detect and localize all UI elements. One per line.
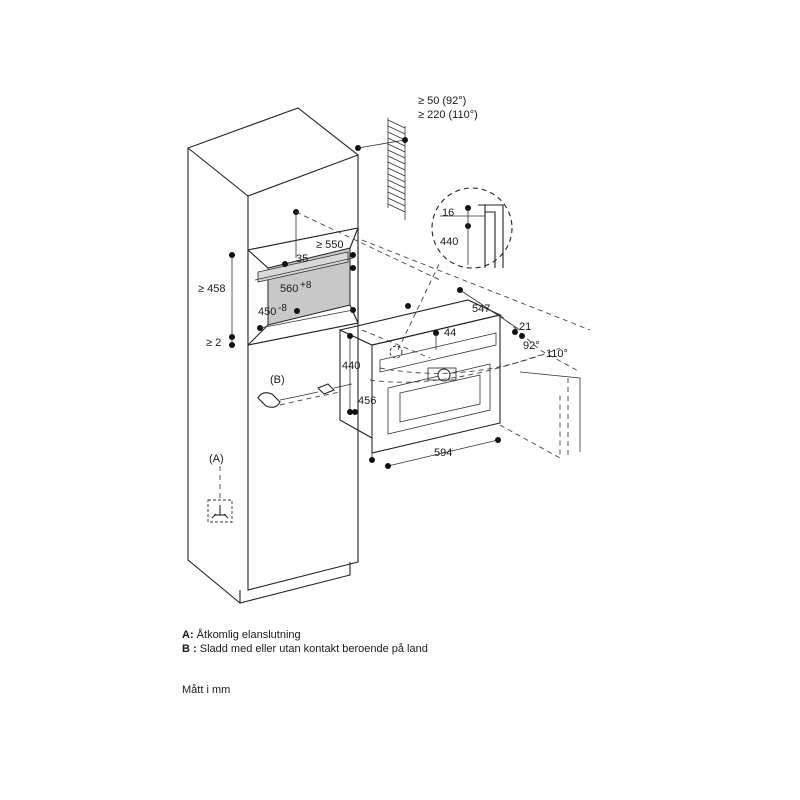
legend-b-text: Sladd med eller utan kontakt beroende på… xyxy=(199,643,428,655)
label-detail-440: 440 xyxy=(440,236,458,248)
label-detail-16: 16 xyxy=(442,207,454,219)
dim-dot xyxy=(294,308,300,314)
connection-a xyxy=(207,466,233,523)
dim-dot xyxy=(519,333,525,339)
junction-box xyxy=(207,499,233,523)
dim-dot xyxy=(229,252,235,258)
label-niche-450: 450 xyxy=(258,306,276,318)
label-angle-92: 92° xyxy=(523,340,540,352)
dim-dot xyxy=(512,329,518,335)
label-niche-height: ≥ 458 xyxy=(198,283,225,295)
label-angle-110: 110° xyxy=(546,348,568,360)
label-oven-440: 440 xyxy=(342,360,360,372)
ventilation-grille xyxy=(357,118,408,220)
niche-edge-bl xyxy=(247,324,269,346)
label-niche-35: 35 xyxy=(296,253,308,265)
callout-b: (B) xyxy=(270,374,285,386)
dim-dot xyxy=(347,333,353,339)
cabinet-left-side xyxy=(187,148,241,604)
label-oven-456: 456 xyxy=(358,395,376,407)
units-note: Mått i mm xyxy=(182,684,231,696)
dim-dot xyxy=(350,252,356,258)
legend-a: A: Åtkomlig elanslutning xyxy=(182,628,301,642)
dim-dot xyxy=(282,261,288,267)
niche-dimensions xyxy=(229,145,361,348)
label-oven-44: 44 xyxy=(444,327,456,339)
plug-icon xyxy=(257,392,281,408)
cabinet-top xyxy=(186,107,360,197)
oven-inner-window xyxy=(399,374,481,423)
callout-a: (A) xyxy=(209,453,224,465)
niche-opening xyxy=(247,227,359,346)
label-oven-21: 21 xyxy=(519,321,531,333)
niche-edge-tl xyxy=(247,249,269,269)
dim-dot xyxy=(350,265,356,271)
label-niche-450-tolerance: -8 xyxy=(278,303,287,314)
label-oven-depth: 547 xyxy=(472,303,490,315)
label-vent-2: ≥ 220 (110°) xyxy=(418,109,478,121)
dim-dot xyxy=(229,342,235,348)
niche-edge-tr xyxy=(349,227,359,249)
label-oven-width: 594 xyxy=(434,447,452,459)
dim-dot xyxy=(229,334,235,340)
vent-dim-line xyxy=(357,139,406,149)
legend-b: B : Sladd med eller utan kontakt beroend… xyxy=(182,642,428,656)
detail-circle xyxy=(389,187,513,359)
label-vent-1: ≥ 50 (92°) xyxy=(418,95,466,107)
dim-line-560 xyxy=(254,257,354,281)
legend-a-key: A: xyxy=(182,629,194,641)
projection-lines xyxy=(295,211,591,359)
dim-dot xyxy=(369,457,375,463)
label-niche-560-tolerance: +8 xyxy=(300,280,312,291)
oven-knob xyxy=(437,368,451,382)
built-in-oven xyxy=(338,299,581,459)
dim-dot xyxy=(405,303,411,309)
dim-dot xyxy=(457,287,463,293)
cable-b xyxy=(257,383,353,408)
dim-dot xyxy=(495,437,501,443)
cabinet-front xyxy=(247,155,359,591)
legend-a-text: Åtkomlig elanslutning xyxy=(196,629,301,641)
label-gap-bottom: ≥ 2 xyxy=(206,337,221,349)
cabinet-plinth xyxy=(239,562,351,604)
oven-dimensions xyxy=(347,287,525,469)
oven-side xyxy=(339,330,373,439)
legend-b-key: B : xyxy=(182,643,197,655)
tall-cabinet xyxy=(186,107,360,604)
label-niche-560: 560 xyxy=(280,283,298,295)
cable-connector-icon xyxy=(317,383,335,395)
dim-dot xyxy=(352,409,358,415)
dim-dot xyxy=(385,463,391,469)
detail-profile xyxy=(478,204,504,268)
label-niche-depth: ≥ 550 xyxy=(316,239,343,251)
dim-line-450 xyxy=(259,309,354,329)
dim-dot xyxy=(347,409,353,415)
dim-dot xyxy=(402,137,408,143)
